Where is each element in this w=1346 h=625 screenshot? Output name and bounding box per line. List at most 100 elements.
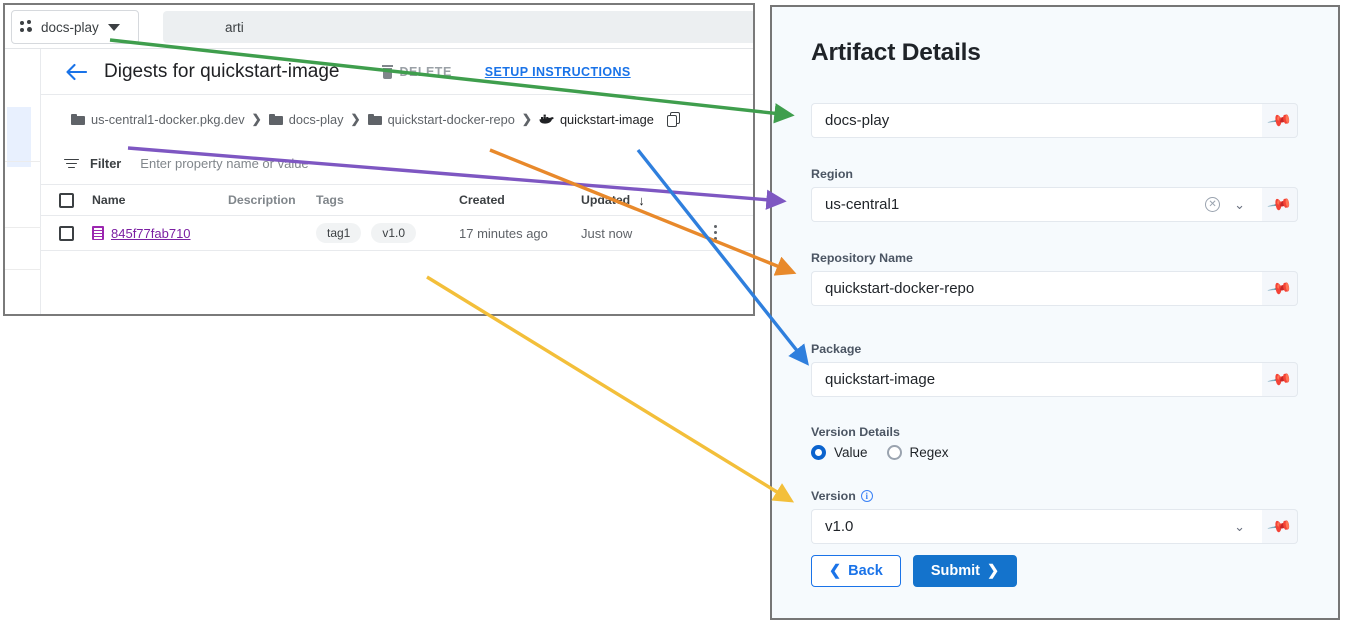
- clear-icon[interactable]: ✕: [1205, 197, 1221, 212]
- rail-selected-item[interactable]: [7, 107, 31, 167]
- artifact-details-title: Artifact Details: [811, 39, 981, 66]
- tag-chip[interactable]: v1.0: [371, 223, 417, 243]
- region-input[interactable]: us-central1 ✕ ⌄: [811, 187, 1262, 222]
- folder-icon: [71, 113, 85, 125]
- form-actions: ❮ Back Submit ❯: [811, 555, 1018, 587]
- select-all-checkbox[interactable]: [41, 192, 92, 208]
- setup-instructions-link[interactable]: SETUP INSTRUCTIONS: [484, 64, 631, 79]
- rail-divider: [5, 161, 41, 162]
- column-header-description[interactable]: Description: [228, 193, 296, 207]
- breadcrumb-label: docs-play: [288, 111, 344, 127]
- back-button-label: Back: [848, 563, 883, 579]
- repository-name-pin-button[interactable]: 📌: [1262, 271, 1298, 306]
- page-header-actions: DELETE SETUP INSTRUCTIONS: [381, 64, 631, 79]
- filter-icon[interactable]: [64, 158, 79, 170]
- copy-icon[interactable]: [666, 111, 681, 127]
- column-header-created[interactable]: Created: [459, 193, 505, 207]
- package-field: Package quickstart-image 📌: [811, 342, 1298, 397]
- package-pin-button[interactable]: 📌: [1262, 362, 1298, 397]
- region-pin-button[interactable]: 📌: [1262, 187, 1298, 222]
- table-row[interactable]: 845f77fab710 tag1 v1.0 17 minutes ago Ju…: [41, 216, 753, 251]
- digest-link[interactable]: 845f77fab710: [92, 226, 228, 241]
- chevron-down-icon[interactable]: ⌄: [1234, 196, 1245, 212]
- breadcrumb-label: quickstart-docker-repo: [387, 111, 515, 127]
- breadcrumb: us-central1-docker.pkg.dev ❯ docs-play ❯…: [41, 95, 753, 143]
- pin-icon: 📌: [1266, 276, 1293, 302]
- artifact-registry-console-panel: docs-play arti Digests for quickstart-im…: [3, 3, 755, 316]
- breadcrumb-item-project[interactable]: docs-play: [268, 111, 344, 127]
- project-picker-label: docs-play: [41, 19, 99, 35]
- radio-regex[interactable]: Regex: [886, 445, 949, 460]
- repository-name-input[interactable]: quickstart-docker-repo: [811, 271, 1262, 306]
- delete-button-label: DELETE: [399, 64, 452, 79]
- back-chevron-icon: ❮: [829, 563, 842, 579]
- console-topbar: docs-play arti: [5, 5, 753, 49]
- pin-icon: 📌: [1266, 192, 1293, 218]
- trash-icon: [381, 64, 394, 79]
- version-details-label: Version Details: [811, 425, 900, 439]
- filter-label: Filter: [90, 156, 122, 171]
- version-label-text: Version: [811, 489, 856, 503]
- repository-name-label: Repository Name: [811, 251, 913, 265]
- page-header: Digests for quickstart-image DELETE SETU…: [41, 49, 753, 95]
- breadcrumb-label: quickstart-image: [559, 111, 654, 127]
- row-checkbox[interactable]: [41, 225, 92, 241]
- console-search-value: arti: [225, 19, 244, 35]
- digest-link-label: 845f77fab710: [111, 225, 191, 241]
- digests-table: Name Description Tags Created Updated ↓: [41, 185, 753, 251]
- tag-chip[interactable]: tag1: [316, 223, 362, 243]
- kebab-menu-icon: [714, 225, 718, 241]
- breadcrumb-item-image[interactable]: quickstart-image: [539, 112, 654, 127]
- radio-regex-label: Regex: [909, 445, 949, 460]
- row-tags-cell: tag1 v1.0: [316, 223, 459, 243]
- project-picker[interactable]: docs-play: [11, 10, 139, 44]
- column-header-updated[interactable]: Updated ↓: [581, 193, 689, 208]
- radio-unselected-icon: [886, 445, 902, 460]
- info-icon[interactable]: i: [860, 490, 873, 502]
- submit-button-label: Submit: [930, 563, 980, 579]
- console-search-input[interactable]: arti: [163, 11, 753, 43]
- package-input[interactable]: quickstart-image: [811, 362, 1262, 397]
- console-content: Digests for quickstart-image DELETE SETU…: [41, 49, 753, 314]
- column-header-updated-label: Updated: [581, 193, 631, 207]
- project-input-value: docs-play: [825, 112, 890, 129]
- version-pin-button[interactable]: 📌: [1262, 509, 1298, 544]
- version-label: Version i: [811, 489, 1298, 503]
- page-title: Digests for quickstart-image: [104, 60, 340, 82]
- filter-bar: Filter Enter property name or value: [41, 143, 753, 185]
- row-digest-cell: 845f77fab710: [92, 226, 228, 241]
- rail-divider: [5, 227, 41, 228]
- pin-icon: 📌: [1266, 367, 1293, 393]
- radio-value[interactable]: Value: [811, 445, 868, 460]
- sort-descending-icon: ↓: [638, 192, 645, 208]
- region-field: Region us-central1 ✕ ⌄ 📌: [811, 167, 1298, 222]
- project-input[interactable]: docs-play: [811, 103, 1262, 138]
- package-input-value: quickstart-image: [825, 371, 936, 388]
- folder-icon: [367, 113, 382, 125]
- column-header-name[interactable]: Name: [92, 193, 126, 207]
- submit-button[interactable]: Submit ❯: [912, 555, 1018, 587]
- row-overflow-menu[interactable]: [689, 225, 743, 241]
- breadcrumb-separator: ❯: [251, 112, 262, 126]
- back-button[interactable]: ❮ Back: [811, 555, 901, 587]
- row-updated-cell: Just now: [581, 225, 633, 241]
- filter-input[interactable]: Enter property name or value: [140, 156, 309, 171]
- project-pin-button[interactable]: 📌: [1262, 103, 1298, 138]
- back-arrow-icon[interactable]: [64, 60, 88, 84]
- artifact-details-panel: Artifact Details docs-play 📌 Region us-c…: [770, 5, 1340, 620]
- folder-icon: [268, 113, 283, 125]
- breadcrumb-item-repo[interactable]: quickstart-docker-repo: [367, 111, 515, 127]
- image-digest-icon: [92, 226, 104, 240]
- column-header-tags[interactable]: Tags: [316, 193, 344, 207]
- delete-button[interactable]: DELETE: [381, 64, 452, 79]
- project-nodes-icon: [20, 20, 34, 34]
- breadcrumb-separator: ❯: [350, 112, 361, 126]
- breadcrumb-separator: ❯: [521, 112, 532, 126]
- version-details-group: Version Details Value Regex: [811, 425, 1298, 460]
- radio-selected-icon: [811, 445, 826, 460]
- breadcrumb-item-registry[interactable]: us-central1-docker.pkg.dev: [71, 112, 245, 127]
- version-input[interactable]: v1.0 ⌄: [811, 509, 1262, 544]
- chevron-down-icon[interactable]: ⌄: [1234, 518, 1245, 534]
- package-label: Package: [811, 342, 862, 356]
